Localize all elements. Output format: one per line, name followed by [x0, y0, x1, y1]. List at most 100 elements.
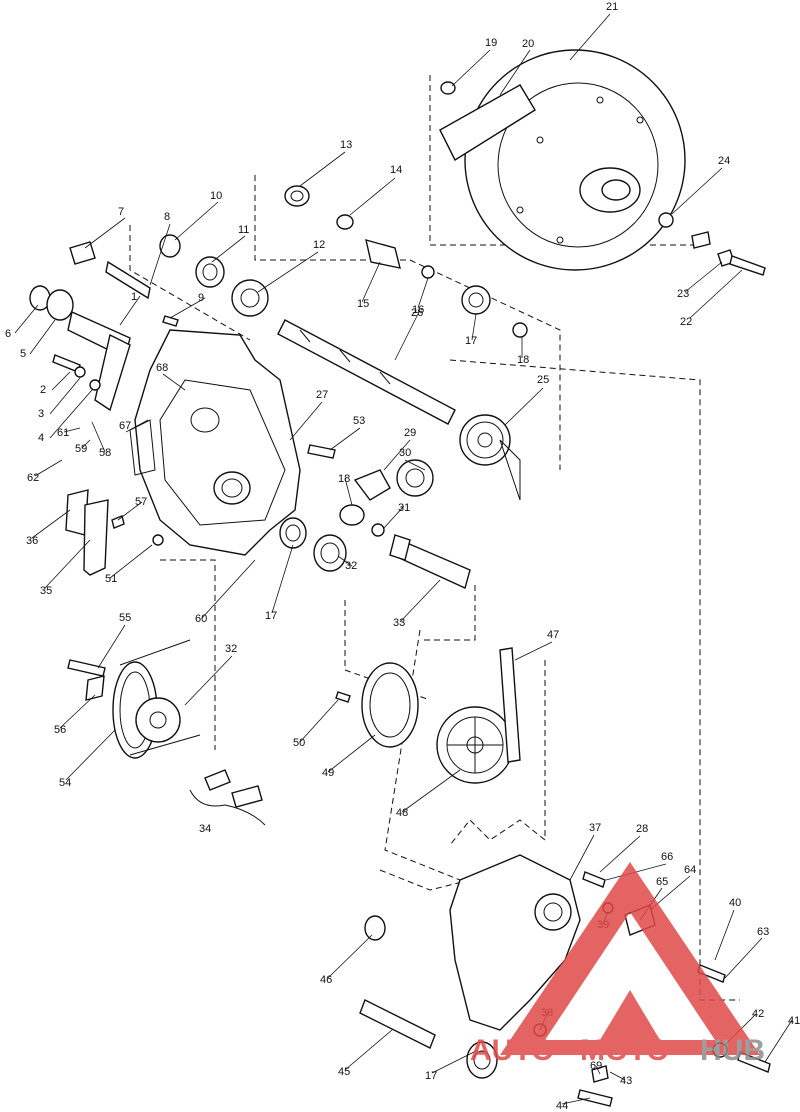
leader-line-23	[569, 13, 611, 61]
leader-line-22	[499, 49, 531, 96]
leader-line-18	[431, 1049, 479, 1074]
callout-9: 9	[198, 292, 204, 304]
leader-line-29	[289, 401, 323, 441]
callout-42: 42	[752, 1008, 764, 1020]
callout-66: 66	[661, 851, 673, 863]
leader-line-27	[504, 387, 544, 426]
leader-line-57	[59, 694, 96, 729]
leader-line-37	[44, 539, 91, 589]
callout-35: 35	[40, 585, 52, 597]
callout-labels: 1 2 3 4 5 6 7 8 9 10 11 12 13 14 15 16 1…	[5, 1, 800, 1112]
callout-32-left: 32	[225, 643, 237, 655]
leader-line-51	[327, 734, 376, 773]
leader-line-5	[14, 304, 39, 334]
callout-2: 2	[40, 384, 46, 396]
chain-link-pieces	[189, 769, 266, 826]
callout-20: 20	[522, 38, 534, 50]
leader-line-6	[84, 217, 126, 249]
callout-18-middle: 18	[338, 473, 350, 485]
callout-47: 47	[547, 629, 559, 641]
leader-line-8	[169, 297, 206, 319]
leader-line-24	[689, 269, 743, 319]
leader-line-63	[34, 459, 63, 477]
leader-line-7	[149, 223, 171, 286]
leader-line-56	[97, 624, 126, 669]
drive-clutch-sheave	[439, 49, 686, 271]
leader-line-68	[125, 419, 149, 433]
callout-11: 11	[238, 224, 249, 236]
callout-6: 6	[5, 328, 11, 340]
callout-40: 40	[729, 897, 741, 909]
callout-23: 23	[677, 288, 689, 300]
callout-18-upper: 18	[517, 354, 529, 366]
left-bracket-group	[29, 234, 269, 412]
leader-line-49	[514, 641, 553, 661]
leader-line-46	[561, 1097, 591, 1105]
callout-67: 67	[119, 420, 131, 432]
callout-31: 31	[398, 502, 410, 514]
leader-line-20	[344, 477, 353, 506]
leader-line-59	[91, 421, 106, 453]
leader-line-10	[211, 235, 246, 263]
leader-line-4	[29, 319, 56, 355]
leader-line-47	[344, 1029, 393, 1071]
callout-28: 28	[636, 823, 648, 835]
watermark-auto-text: AUTO	[470, 1034, 554, 1067]
leader-line-16	[471, 313, 477, 341]
leader-line-53	[109, 544, 153, 579]
callout-15: 15	[357, 298, 369, 310]
callout-51: 51	[105, 573, 117, 585]
watermark-hub-text: HUB	[700, 1034, 765, 1067]
leader-line-26	[671, 167, 723, 215]
callout-16: 16	[412, 304, 424, 316]
leader-line-34	[337, 555, 353, 567]
leader-line-21	[451, 49, 491, 87]
callout-46: 46	[320, 974, 332, 986]
callout-45: 45	[338, 1066, 350, 1078]
callout-14: 14	[390, 164, 402, 176]
callout-7: 7	[118, 206, 124, 218]
callout-26: 26	[411, 307, 423, 319]
sprocket-and-chain	[67, 639, 201, 759]
callout-65: 65	[656, 876, 668, 888]
callout-50: 50	[293, 737, 305, 749]
callout-61: 61	[57, 427, 69, 439]
callout-36: 36	[26, 535, 38, 547]
callout-4: 4	[38, 432, 44, 444]
callout-33: 33	[393, 617, 405, 629]
callout-29: 29	[404, 427, 416, 439]
leader-line-55	[65, 729, 116, 781]
lower-shaft-group	[279, 444, 471, 589]
leader-line-43	[764, 1019, 793, 1063]
callout-25: 25	[537, 374, 549, 386]
callout-22: 22	[680, 316, 692, 328]
automotohub-watermark: AUTO MOTO HUB	[470, 862, 765, 1067]
jackshaft-and-sprocket	[277, 319, 521, 501]
callout-leader-lines	[14, 13, 793, 1105]
leader-line-28	[394, 313, 419, 361]
leader-line-38	[31, 509, 71, 539]
leader-line-45	[609, 1071, 626, 1081]
callout-41: 41	[788, 1015, 800, 1027]
callout-19: 19	[485, 37, 497, 49]
callout-57: 57	[135, 496, 147, 508]
leader-line-13	[349, 177, 396, 216]
leader-line-9	[174, 201, 219, 241]
callout-56: 56	[54, 724, 66, 736]
leader-line-48	[327, 934, 373, 979]
callout-17-middle: 17	[265, 610, 277, 622]
callout-44: 44	[556, 1100, 568, 1112]
callout-59: 59	[75, 443, 87, 455]
callout-24: 24	[718, 155, 730, 167]
callout-34: 34	[199, 823, 211, 835]
driven-gear-group	[335, 647, 521, 784]
callout-54: 54	[59, 777, 71, 789]
leader-line-17	[271, 544, 294, 614]
callout-58: 58	[99, 447, 111, 459]
clutch-bolt-group	[658, 212, 766, 276]
watermark-triangle-logo	[500, 862, 760, 1055]
callout-43: 43	[620, 1075, 632, 1087]
callout-49: 49	[322, 767, 334, 779]
callout-48: 48	[396, 807, 408, 819]
